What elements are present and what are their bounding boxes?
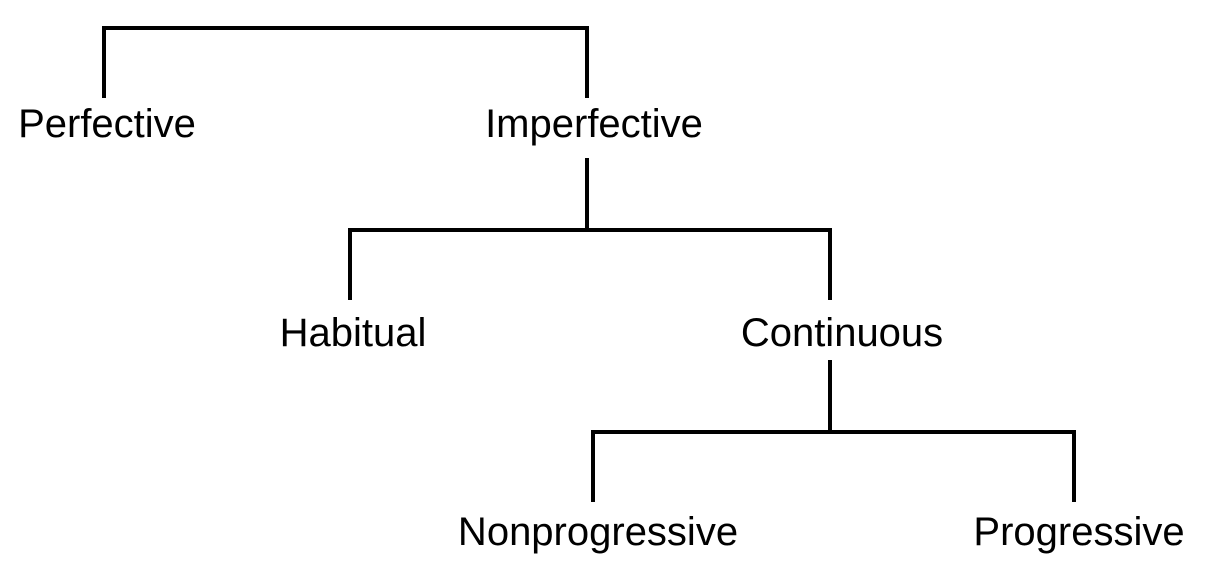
node-imperfective: Imperfective xyxy=(485,102,703,146)
node-perfective: Perfective xyxy=(18,102,196,146)
node-nonprogressive: Nonprogressive xyxy=(457,510,739,554)
node-habitual: Habitual xyxy=(279,311,427,355)
node-progressive: Progressive xyxy=(973,510,1185,554)
node-continuous: Continuous xyxy=(740,311,944,355)
